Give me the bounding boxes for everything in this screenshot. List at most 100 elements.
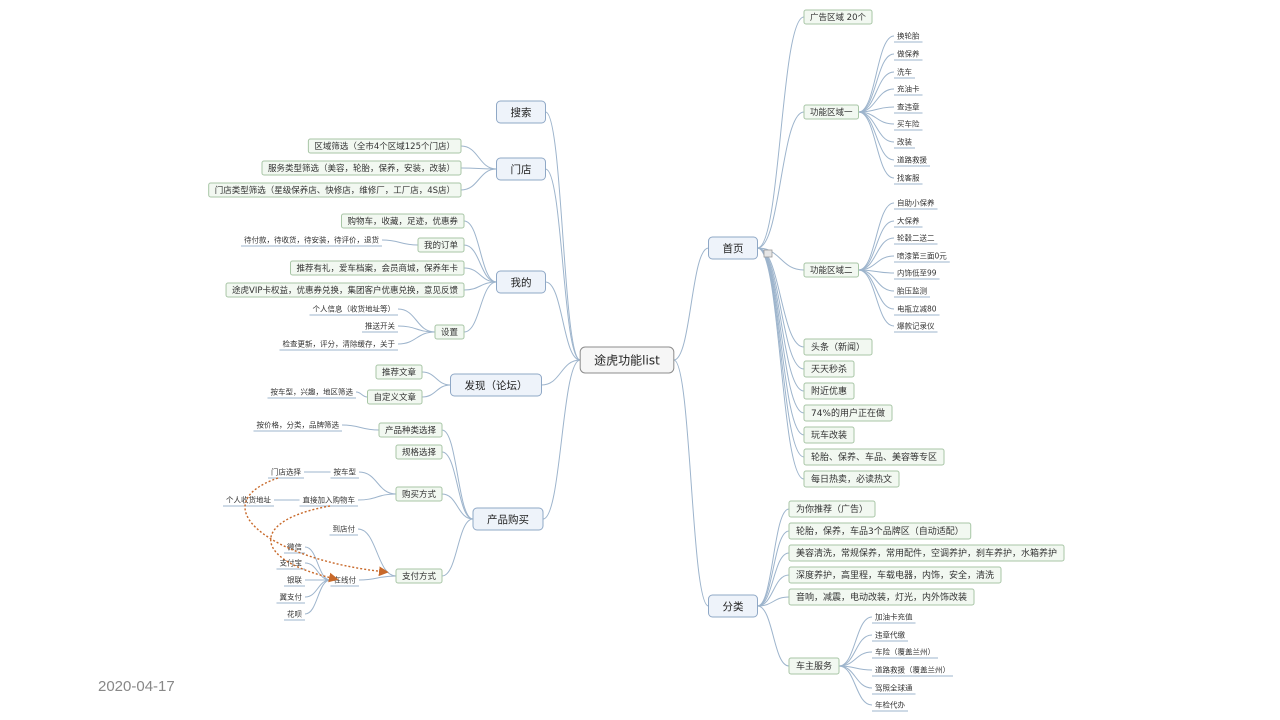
connector xyxy=(357,528,397,577)
func1-item-4: 查违章 xyxy=(894,102,923,114)
owner-service-1: 违章代缴 xyxy=(872,630,908,642)
func2-item-4: 内饰低至99 xyxy=(894,268,940,280)
func1-item-5: 买车险 xyxy=(894,119,923,131)
home-ad-area-label: 广告区域 20个 xyxy=(810,12,867,23)
buy-add-cart-label: 直接加入购物车 xyxy=(303,495,356,505)
home-item-3-label: 74%的用户正在做 xyxy=(811,407,885,419)
func1-item-6-label: 改装 xyxy=(897,137,912,147)
settings-item-1: 推送开关 xyxy=(362,321,398,333)
connector xyxy=(441,518,474,577)
func2-item-5-label: 胎压监测 xyxy=(897,286,927,296)
connector xyxy=(838,634,873,667)
settings-item-0-label: 个人信息（收货地址等） xyxy=(313,304,396,314)
branch-mine: 我的 xyxy=(496,270,546,294)
connector xyxy=(441,451,474,520)
connector xyxy=(304,579,331,598)
func1-item-2: 洗车 xyxy=(894,67,915,79)
category-item-1-label: 轮胎，保养，车品3个品牌区（自动适配） xyxy=(796,525,964,537)
category-item-3: 深度养护，高里程，车载电器，内饰，安全，清洗 xyxy=(788,566,1002,584)
connector xyxy=(757,596,790,607)
mine-item-0-label: 购物车，收藏，足迹，优惠券 xyxy=(347,216,458,227)
home-func-area-1-label: 功能区域一 xyxy=(810,107,853,118)
branch-mine-label: 我的 xyxy=(511,276,532,289)
online-pay-2: 银联 xyxy=(284,576,305,587)
purchase-kind-filter: 按价格，分类，品牌筛选 xyxy=(253,420,342,432)
category-item-4-label: 音响，减震，电动改装，灯光，内外饰改装 xyxy=(796,591,967,603)
connector xyxy=(441,493,474,520)
discover-recommend-label: 推荐文章 xyxy=(382,367,417,378)
buy-add-cart: 直接加入购物车 xyxy=(299,495,358,507)
buy-store-select-label: 门店选择 xyxy=(271,467,301,477)
connector xyxy=(838,665,873,706)
func2-item-1: 大保养 xyxy=(894,216,923,228)
connector xyxy=(463,281,497,291)
home-item-4: 玩车改装 xyxy=(803,426,855,444)
connector xyxy=(673,247,709,361)
func2-item-3-label: 喷漆第三面0元 xyxy=(897,251,947,261)
connector xyxy=(673,359,709,607)
connector xyxy=(757,530,790,607)
discover-custom-filter-label: 按车型，兴趣，地区筛选 xyxy=(271,387,354,397)
connector xyxy=(858,111,895,161)
mine-item-1-label: 我的订单 xyxy=(424,240,459,251)
connector xyxy=(858,88,895,113)
online-pay-4-label: 花呗 xyxy=(287,609,302,619)
purchase-kind-filter-label: 按价格，分类，品牌筛选 xyxy=(257,420,340,430)
connector xyxy=(441,429,474,520)
purchase-item-2: 购买方式 xyxy=(395,486,443,502)
owner-service-5-label: 年检代办 xyxy=(875,700,905,710)
flow-arrow xyxy=(270,505,339,583)
branch-search: 搜索 xyxy=(496,100,546,124)
connector xyxy=(757,247,805,414)
online-pay-3: 翼支付 xyxy=(276,592,305,604)
func2-item-2-label: 轮毂二送二 xyxy=(897,233,935,243)
category-item-1: 轮胎，保养，车品3个品牌区（自动适配） xyxy=(788,522,972,540)
connector xyxy=(858,71,895,113)
func1-item-6: 改装 xyxy=(894,137,915,149)
branch-home-label: 首页 xyxy=(723,242,744,255)
home-func-area-2: 功能区域二 xyxy=(803,262,860,278)
pay-in-store-label: 到店付 xyxy=(333,524,356,534)
owner-service-2: 车险（覆盖兰州） xyxy=(872,647,938,659)
settings-item-2: 检查更新，评分，清除缓存，关于 xyxy=(279,339,398,351)
purchase-item-2-label: 购买方式 xyxy=(402,489,437,500)
func1-item-0: 换轮胎 xyxy=(894,31,923,43)
category-item-5-label: 车主服务 xyxy=(796,660,832,672)
branch-home: 首页 xyxy=(708,236,758,260)
branch-category-label: 分类 xyxy=(723,600,744,613)
connector xyxy=(381,239,419,246)
home-item-2-label: 附近优惠 xyxy=(811,385,847,397)
orders-detail: 待付款，待收货，待安装，待评价，退货 xyxy=(241,235,382,247)
connector xyxy=(341,424,379,431)
buy-by-model-label: 按车型 xyxy=(334,467,357,477)
connector xyxy=(355,391,368,398)
owner-service-4: 驾照全球通 xyxy=(872,683,916,695)
home-item-0: 头条（新闻） xyxy=(803,338,873,356)
func1-item-7-label: 道路救援 xyxy=(897,155,927,165)
connector xyxy=(460,145,497,170)
branch-search-label: 搜索 xyxy=(511,106,532,119)
purchase-item-0: 产品种类选择 xyxy=(378,422,443,438)
func1-item-3-label: 充油卡 xyxy=(897,84,920,94)
mine-item-2-label: 推荐有礼，爱车档案，会员商城，保养年卡 xyxy=(296,263,458,274)
category-item-3-label: 深度养护，高里程，车载电器，内饰，安全，清洗 xyxy=(796,569,994,581)
store-filter-0-label: 区域筛选（全市4个区域125个门店） xyxy=(314,141,455,152)
connector xyxy=(858,111,895,179)
home-item-5-label: 轮胎、保养、车品、美容等专区 xyxy=(811,451,937,463)
purchase-item-0-label: 产品种类选择 xyxy=(385,425,437,436)
func1-item-8: 找客服 xyxy=(894,173,923,185)
online-pay-4: 花呗 xyxy=(284,609,305,621)
func1-item-1-label: 做保养 xyxy=(897,49,920,59)
category-item-4: 音响，减震，电动改装，灯光，内外饰改装 xyxy=(788,588,975,606)
connector xyxy=(757,605,790,667)
home-func-area-2-label: 功能区域二 xyxy=(810,265,853,276)
connector xyxy=(463,267,497,283)
owner-service-2-label: 车险（覆盖兰州） xyxy=(875,647,935,657)
connector xyxy=(463,244,497,283)
owner-service-5: 年检代办 xyxy=(872,700,908,712)
connector xyxy=(757,111,805,249)
settings-item-0: 个人信息（收货地址等） xyxy=(309,304,398,316)
note-icon xyxy=(763,249,773,258)
mine-item-0: 购物车，收藏，足迹，优惠券 xyxy=(340,213,465,229)
